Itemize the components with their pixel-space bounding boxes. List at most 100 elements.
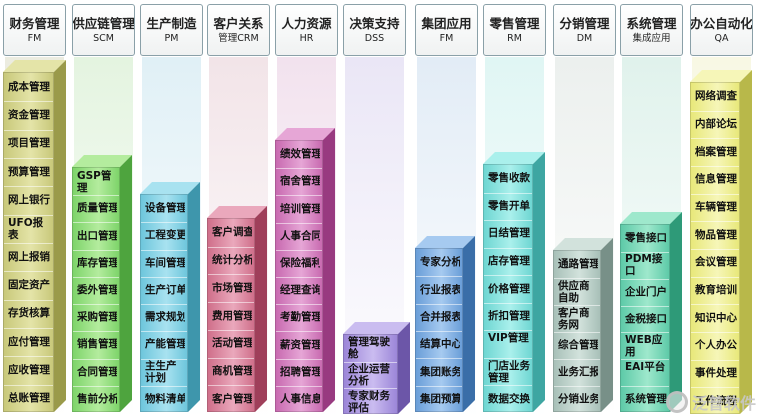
module-item[interactable]: 费用管理 bbox=[212, 310, 252, 322]
module-item[interactable]: 知识中心 bbox=[695, 312, 737, 324]
module-item[interactable]: 企业运营分析 bbox=[348, 363, 390, 387]
module-item[interactable]: 管理驾驶舱 bbox=[348, 336, 390, 360]
module-item[interactable]: 库存管理 bbox=[77, 257, 117, 269]
module-item[interactable]: 供应商自助 bbox=[558, 280, 590, 304]
module-item[interactable]: 出口管理 bbox=[77, 230, 117, 242]
module-item[interactable]: 网上银行 bbox=[8, 194, 50, 206]
module-item[interactable]: 工作流程 bbox=[695, 395, 737, 407]
module-header[interactable]: 客户关系管理CRM bbox=[207, 4, 270, 56]
module-item[interactable]: 活动管理 bbox=[212, 337, 252, 349]
module-item[interactable]: 分销业务 bbox=[558, 393, 598, 405]
module-item[interactable]: 成本管理 bbox=[8, 81, 50, 93]
module-item[interactable]: 零售接口 bbox=[625, 232, 667, 244]
module-header[interactable]: 系统管理集成应用 bbox=[620, 4, 683, 56]
module-item[interactable]: UFO报表 bbox=[8, 217, 44, 241]
module-item[interactable]: 主生产计划 bbox=[145, 360, 177, 384]
module-item[interactable]: 资金管理 bbox=[8, 109, 50, 121]
module-item[interactable]: 采购管理 bbox=[77, 311, 117, 323]
module-item[interactable]: 产能管理 bbox=[145, 338, 185, 350]
module-item[interactable]: 质量管理 bbox=[77, 202, 117, 214]
module-item[interactable]: 折扣管理 bbox=[488, 310, 530, 322]
module-item[interactable]: 薪资管理 bbox=[280, 339, 320, 351]
module-item[interactable]: 教育培训 bbox=[695, 284, 737, 296]
module-item[interactable]: 通路管理 bbox=[558, 258, 598, 270]
module-item[interactable]: 存货核算 bbox=[8, 307, 50, 319]
module-item[interactable]: 业务汇报 bbox=[558, 366, 598, 378]
module-item[interactable]: 车辆管理 bbox=[695, 201, 737, 213]
module-item[interactable]: WEB应用 bbox=[625, 334, 663, 358]
module-item[interactable]: 考勤管理 bbox=[280, 311, 320, 323]
module-item[interactable]: 内部论坛 bbox=[695, 118, 737, 130]
module-item[interactable]: 应收管理 bbox=[8, 364, 50, 376]
module-item[interactable]: 集团预算 bbox=[420, 393, 460, 405]
module-item[interactable]: 零售收款 bbox=[488, 172, 530, 184]
module-item[interactable]: 店存管理 bbox=[488, 255, 530, 267]
module-item[interactable]: 招聘管理 bbox=[280, 366, 320, 378]
module-item[interactable]: 门店业务管理 bbox=[488, 360, 530, 384]
module-item[interactable]: 项目管理 bbox=[8, 137, 50, 149]
module-item[interactable]: 档案管理 bbox=[695, 146, 737, 158]
module-item[interactable]: 零售开单 bbox=[488, 200, 530, 212]
module-item[interactable]: 金税接口 bbox=[625, 313, 667, 325]
module-item[interactable]: 网络调查 bbox=[695, 90, 737, 102]
module-item[interactable]: 绩效管理 bbox=[280, 148, 320, 160]
module-item[interactable]: 宿舍管理 bbox=[280, 175, 320, 187]
module-item[interactable]: 统计分析 bbox=[212, 254, 252, 266]
module-item[interactable]: 总账管理 bbox=[8, 392, 50, 404]
module-item[interactable]: 人事信息 bbox=[280, 393, 320, 405]
module-item[interactable]: 合并报表 bbox=[420, 311, 460, 323]
module-item[interactable]: 价格管理 bbox=[488, 283, 530, 295]
module-item[interactable]: PDM接口 bbox=[625, 253, 663, 277]
module-item[interactable]: 售前分析 bbox=[77, 393, 117, 405]
module-item[interactable]: 设备管理 bbox=[145, 202, 185, 214]
module-item[interactable]: 经理查询 bbox=[280, 284, 320, 296]
module-item[interactable]: 物品管理 bbox=[695, 229, 737, 241]
module-item[interactable]: 企业门户 bbox=[625, 286, 667, 298]
module-item[interactable]: 生产订单 bbox=[145, 284, 185, 296]
module-item[interactable]: 固定资产 bbox=[8, 279, 50, 291]
module-item[interactable]: VIP管理 bbox=[488, 332, 529, 344]
module-item[interactable]: 会议管理 bbox=[695, 256, 737, 268]
module-item[interactable]: 人事合同 bbox=[280, 230, 320, 242]
module-item[interactable]: 合同管理 bbox=[77, 366, 117, 378]
module-item[interactable]: 工程变更 bbox=[145, 229, 185, 241]
module-item[interactable]: 预算管理 bbox=[8, 166, 50, 178]
module-item[interactable]: GSP管理 bbox=[77, 170, 112, 194]
module-item[interactable]: 专家财务评估 bbox=[348, 390, 390, 414]
module-item[interactable]: 事件处理 bbox=[695, 367, 737, 379]
module-item[interactable]: 销售管理 bbox=[77, 338, 117, 350]
module-item[interactable]: 集团账务 bbox=[420, 366, 460, 378]
module-item[interactable]: 车间管理 bbox=[145, 257, 185, 269]
module-item[interactable]: 市场管理 bbox=[212, 282, 252, 294]
module-item[interactable]: 数据交换 bbox=[488, 393, 530, 405]
module-item[interactable]: 网上报销 bbox=[8, 251, 50, 263]
module-item[interactable]: 培训管理 bbox=[280, 203, 320, 215]
module-item[interactable]: 客户管理 bbox=[212, 393, 252, 405]
module-item[interactable]: 行业报表 bbox=[420, 284, 460, 296]
module-item[interactable]: 需求规划 bbox=[145, 311, 185, 323]
module-item[interactable]: 委外管理 bbox=[77, 284, 117, 296]
module-item[interactable]: 专家分析 bbox=[420, 256, 460, 268]
module-item[interactable]: 应付管理 bbox=[8, 336, 50, 348]
module-item[interactable]: 日结管理 bbox=[488, 227, 530, 239]
module-item[interactable]: 物料清单 bbox=[145, 393, 185, 405]
module-item[interactable]: 客户商务网 bbox=[558, 307, 590, 331]
module-item[interactable]: 保险福利 bbox=[280, 257, 320, 269]
module-item[interactable]: 个人办公 bbox=[695, 339, 737, 351]
module-item[interactable]: 信息管理 bbox=[695, 173, 737, 185]
module-item[interactable]: 商机管理 bbox=[212, 365, 252, 377]
module-item[interactable]: 客户调查 bbox=[212, 226, 252, 238]
module-item[interactable]: 系统管理 bbox=[625, 393, 667, 405]
module-item[interactable]: 结算中心 bbox=[420, 338, 460, 350]
module-item[interactable]: 综合管理 bbox=[558, 339, 598, 351]
module-item[interactable]: EAI平台 bbox=[625, 361, 666, 373]
